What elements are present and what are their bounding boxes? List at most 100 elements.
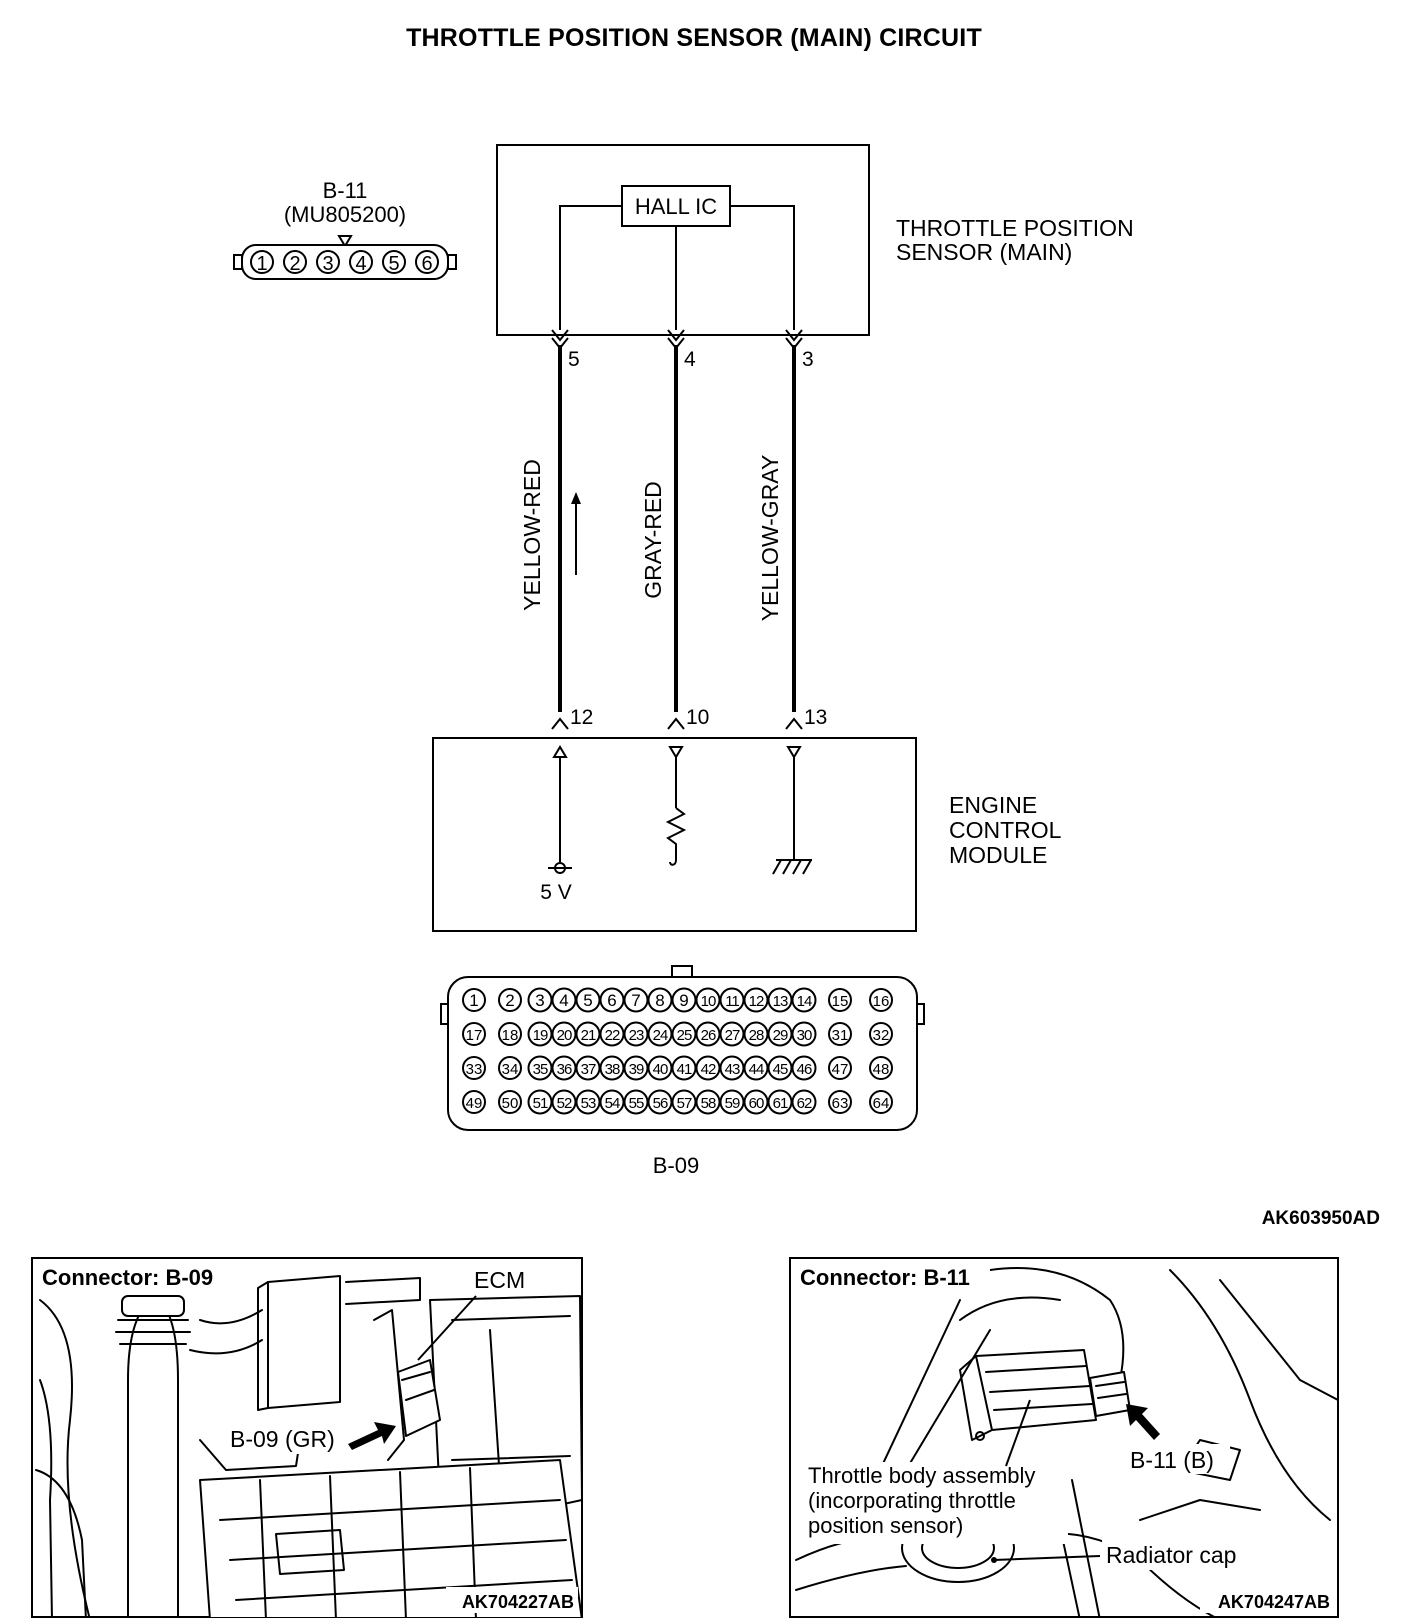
b09-pin-circle <box>791 1089 817 1115</box>
b09-pin-2: 2 <box>498 988 522 1012</box>
b09-pin-circle <box>828 1090 852 1114</box>
photo-right-id-bg <box>1200 1587 1334 1613</box>
b09-pin-51: 51 <box>527 1089 553 1115</box>
b09-pin-45: 45 <box>767 1055 793 1081</box>
b09-pin-10: 10 <box>695 987 721 1013</box>
sensor-terminal-4-label: 4 <box>684 348 696 371</box>
b09-pin-label: 64 <box>873 1095 890 1112</box>
b09-pin-label: 42 <box>701 1061 716 1078</box>
b09-pin-16: 16 <box>869 988 893 1012</box>
b09-pin-18: 18 <box>498 1022 522 1046</box>
b09-pin-circle <box>791 1021 817 1047</box>
b09-pin-label: 47 <box>832 1061 849 1078</box>
b09-pin-label: 25 <box>677 1027 692 1044</box>
b09-pin-32: 32 <box>869 1022 893 1046</box>
b11-pin-2-label: 2 <box>289 253 300 275</box>
ecm-label-line2: CONTROL <box>949 817 1062 843</box>
b09-pin-60: 60 <box>743 1089 769 1115</box>
b09-pin-label: 51 <box>533 1095 548 1112</box>
b09-pin-circle <box>462 1022 486 1046</box>
b09-pin-label: 5 <box>583 991 592 1010</box>
b11-left-tab <box>233 254 243 270</box>
b09-pin-label: 32 <box>873 1027 890 1044</box>
b09-pin-label: 2 <box>505 991 514 1010</box>
b11-pin-4: 4 <box>349 250 373 275</box>
b09-pin-circle <box>869 1090 893 1114</box>
ecm-input-10-marker <box>668 746 684 759</box>
b09-pin-56: 56 <box>647 1089 673 1115</box>
b09-pin-48: 48 <box>869 1056 893 1080</box>
hall-ic-label: HALL IC <box>635 194 717 219</box>
b09-pin-label: 31 <box>832 1027 849 1044</box>
b09-pin-27: 27 <box>719 1021 745 1047</box>
b09-pin-label: 8 <box>655 991 664 1010</box>
b09-pin-label: 1 <box>469 991 478 1010</box>
b09-pin-30: 30 <box>791 1021 817 1047</box>
b09-pin-label: 41 <box>677 1061 692 1078</box>
b11-pin-5-label: 5 <box>388 253 399 275</box>
b09-pin-circle <box>498 1022 522 1046</box>
photo-left-connector-bg <box>226 1424 346 1454</box>
photo-right-frame <box>789 1257 1339 1618</box>
b09-pin-53: 53 <box>575 1089 601 1115</box>
b09-pin-23: 23 <box>623 1021 649 1047</box>
b09-pin-circle <box>498 988 522 1012</box>
b09-pin-14: 14 <box>791 987 817 1013</box>
photo-left-id-bg <box>446 1587 578 1613</box>
photo-right-throttle-bg <box>804 1462 1068 1544</box>
photo-left-figure-id: AK704227AB <box>462 1592 574 1612</box>
b09-pin-42: 42 <box>695 1055 721 1081</box>
sensor-label-line1: THROTTLE POSITION <box>896 215 1134 241</box>
b09-pin-26: 26 <box>695 1021 721 1047</box>
b11-pin-5: 5 <box>382 250 406 275</box>
b09-pin-12: 12 <box>743 987 769 1013</box>
b09-pin-31: 31 <box>828 1022 852 1046</box>
b09-pin-15: 15 <box>828 988 852 1012</box>
b09-pin-label: 40 <box>653 1061 668 1078</box>
b09-pin-21: 21 <box>575 1021 601 1047</box>
b09-pin-label: 12 <box>749 993 764 1010</box>
b09-pin-label: 52 <box>557 1095 572 1112</box>
b09-id-label: B-09 <box>653 1153 699 1178</box>
b09-pin-label: 59 <box>725 1095 740 1112</box>
ground-hatch-icon <box>772 859 812 875</box>
b11-lock-marker <box>337 235 353 248</box>
b09-pin-label: 34 <box>502 1061 519 1078</box>
b09-pin-label: 7 <box>631 991 640 1010</box>
b09-pin-13: 13 <box>767 987 793 1013</box>
b09-pin-61: 61 <box>767 1089 793 1115</box>
b09-pin-label: 36 <box>557 1061 572 1078</box>
b09-pin-label: 37 <box>581 1061 596 1078</box>
b09-pin-label: 10 <box>701 993 716 1010</box>
b09-pin-4: 4 <box>551 987 577 1013</box>
b09-pin-54: 54 <box>599 1089 625 1115</box>
b09-pin-label: 29 <box>773 1027 788 1044</box>
b09-pin-36: 36 <box>551 1055 577 1081</box>
b09-pin-63: 63 <box>828 1090 852 1114</box>
figure-id-label: AK603950AD <box>1262 1208 1380 1229</box>
b09-pin-41: 41 <box>671 1055 697 1081</box>
b09-pin-label: 23 <box>629 1027 644 1044</box>
b09-pin-50: 50 <box>498 1090 522 1114</box>
photo-right-heading: Connector: B-11 <box>800 1265 970 1290</box>
b11-pin-1: 1 <box>250 250 274 275</box>
b09-pin-circle <box>828 1022 852 1046</box>
b09-pin-59: 59 <box>719 1089 745 1115</box>
b09-pin-label: 3 <box>535 991 544 1010</box>
ecm-block: 12 10 13 5 V ENGINE CONTROL MODULE <box>432 706 1062 932</box>
photo-right-connector-callout: B-11 (B) <box>1130 1447 1214 1473</box>
b09-pin-label: 48 <box>873 1061 890 1078</box>
b09-pin-circle <box>462 988 486 1012</box>
b09-pin-label: 28 <box>749 1027 764 1044</box>
sensor-terminal-3-label: 3 <box>802 348 814 371</box>
b09-pin-label: 19 <box>533 1027 548 1044</box>
photo-left-ecm-callout: ECM <box>474 1267 525 1293</box>
b09-pin-49: 49 <box>462 1090 486 1114</box>
b11-id-label: B-11 <box>323 178 368 203</box>
b09-pin-label: 13 <box>773 993 788 1010</box>
resistor-icon <box>665 807 687 866</box>
b09-pin-label: 54 <box>605 1095 620 1112</box>
wire-yellow-gray-label: YELLOW-GRAY <box>757 455 783 622</box>
b09-pin-label: 57 <box>677 1095 692 1112</box>
